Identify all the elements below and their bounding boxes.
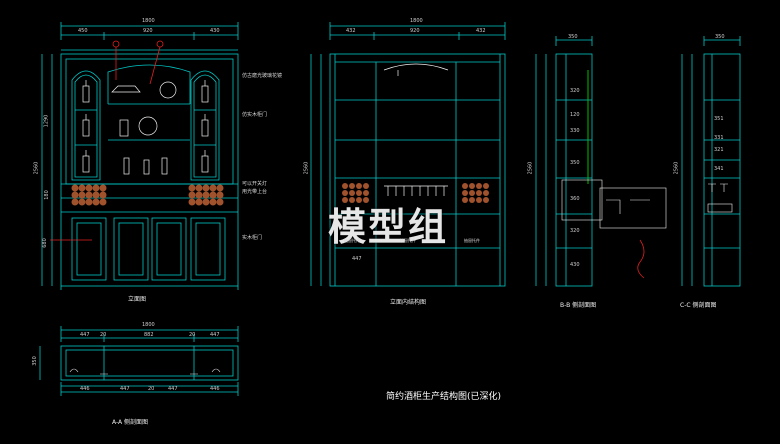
drawer-note-1: 抽屉托件	[344, 238, 360, 243]
front-elevation	[41, 22, 239, 290]
aa-bottom-seg-3: 20	[148, 386, 155, 392]
structure-seg-3: 432	[476, 28, 486, 34]
bb-dim-5: 360	[570, 196, 580, 202]
structure-seg-2: 920	[410, 28, 420, 34]
bb-dim-2: 120	[570, 112, 580, 118]
bottles-front	[82, 80, 209, 175]
bb-red-profile	[637, 239, 645, 279]
cc-section	[681, 36, 741, 287]
wine-rack-front	[71, 184, 224, 206]
bb-section	[535, 36, 593, 287]
front-seg-3: 430	[210, 28, 220, 34]
drawer-note-3: 抽屉托件	[464, 238, 480, 243]
cc-dim-4: 341	[714, 166, 724, 172]
front-note-2: 仿实木柜门	[242, 112, 268, 118]
aa-view-label: A-A 侧剖面图	[112, 419, 149, 426]
front-note-1: 仿古磨光玻璃花镜	[242, 73, 283, 79]
aa-top-seg-3: 882	[144, 332, 154, 338]
aa-bottom-seg-1: 446	[80, 386, 90, 392]
front-view-label: 立面图	[128, 296, 147, 303]
bb-view-label: B-B 侧剖面图	[560, 302, 597, 309]
aa-section	[39, 326, 239, 396]
structure-white	[383, 63, 449, 196]
cc-top-dim: 350	[715, 34, 725, 40]
structure-elevation	[310, 22, 506, 287]
aa-bottom-seg-5: 446	[210, 386, 220, 392]
bb-top-dim: 350	[568, 34, 578, 40]
structure-bottom-dim: 447	[352, 256, 362, 262]
aa-top-dim: 1800	[142, 322, 155, 328]
front-note-4: 用光带上台	[242, 189, 268, 195]
aa-side-dim: 350	[31, 356, 38, 366]
aa-top-seg-5: 447	[210, 332, 220, 338]
bb-dim-1: 320	[570, 88, 580, 94]
front-side-dim-2: 180	[43, 190, 50, 200]
bb-dim-4: 350	[570, 160, 580, 166]
red-markers-front	[50, 40, 164, 241]
drawing-title: 简约酒柜生产结构图(已深化)	[386, 392, 502, 402]
cc-white-detail	[707, 183, 733, 213]
aa-bottom-seg-2: 447	[120, 386, 130, 392]
cc-view-label: C-C 侧剖面图	[680, 302, 717, 309]
aa-bottom-seg-4: 447	[168, 386, 178, 392]
bb-height-dim: 2560	[527, 161, 534, 175]
wine-rack-structure	[342, 183, 489, 203]
front-width-dim: 1800	[142, 18, 155, 24]
cc-dim-1: 351	[714, 116, 724, 122]
front-height-dim: 2560	[33, 161, 40, 175]
structure-view-label: 立面内结构图	[390, 299, 427, 306]
structure-seg-1: 432	[346, 28, 356, 34]
cc-dim-3: 321	[714, 147, 724, 153]
structure-width-dim: 1800	[410, 18, 423, 24]
bb-white-detail	[561, 179, 667, 229]
bb-dim-7: 430	[570, 262, 580, 268]
cc-height-dim: 2560	[673, 161, 680, 175]
aa-top-seg-2: 20	[100, 332, 107, 338]
bb-dim-3: 330	[570, 128, 580, 134]
front-note-3: 可以开关灯	[242, 181, 268, 187]
cc-dim-2: 331	[714, 135, 724, 141]
bb-dim-6: 320	[570, 228, 580, 234]
aa-top-seg-1: 447	[80, 332, 90, 338]
front-seg-2: 920	[143, 28, 153, 34]
front-side-dim-1: 1290	[43, 114, 50, 128]
front-seg-1: 450	[78, 28, 88, 34]
structure-height-dim: 2560	[303, 161, 310, 175]
watermark: 模型组	[328, 205, 449, 249]
drawer-note-2: 抽屉托件	[400, 238, 416, 243]
aa-white-detail	[69, 368, 221, 375]
front-note-5: 实木柜门	[242, 235, 263, 241]
front-side-dim-3: 680	[41, 238, 48, 248]
aa-top-seg-4: 20	[189, 332, 196, 338]
